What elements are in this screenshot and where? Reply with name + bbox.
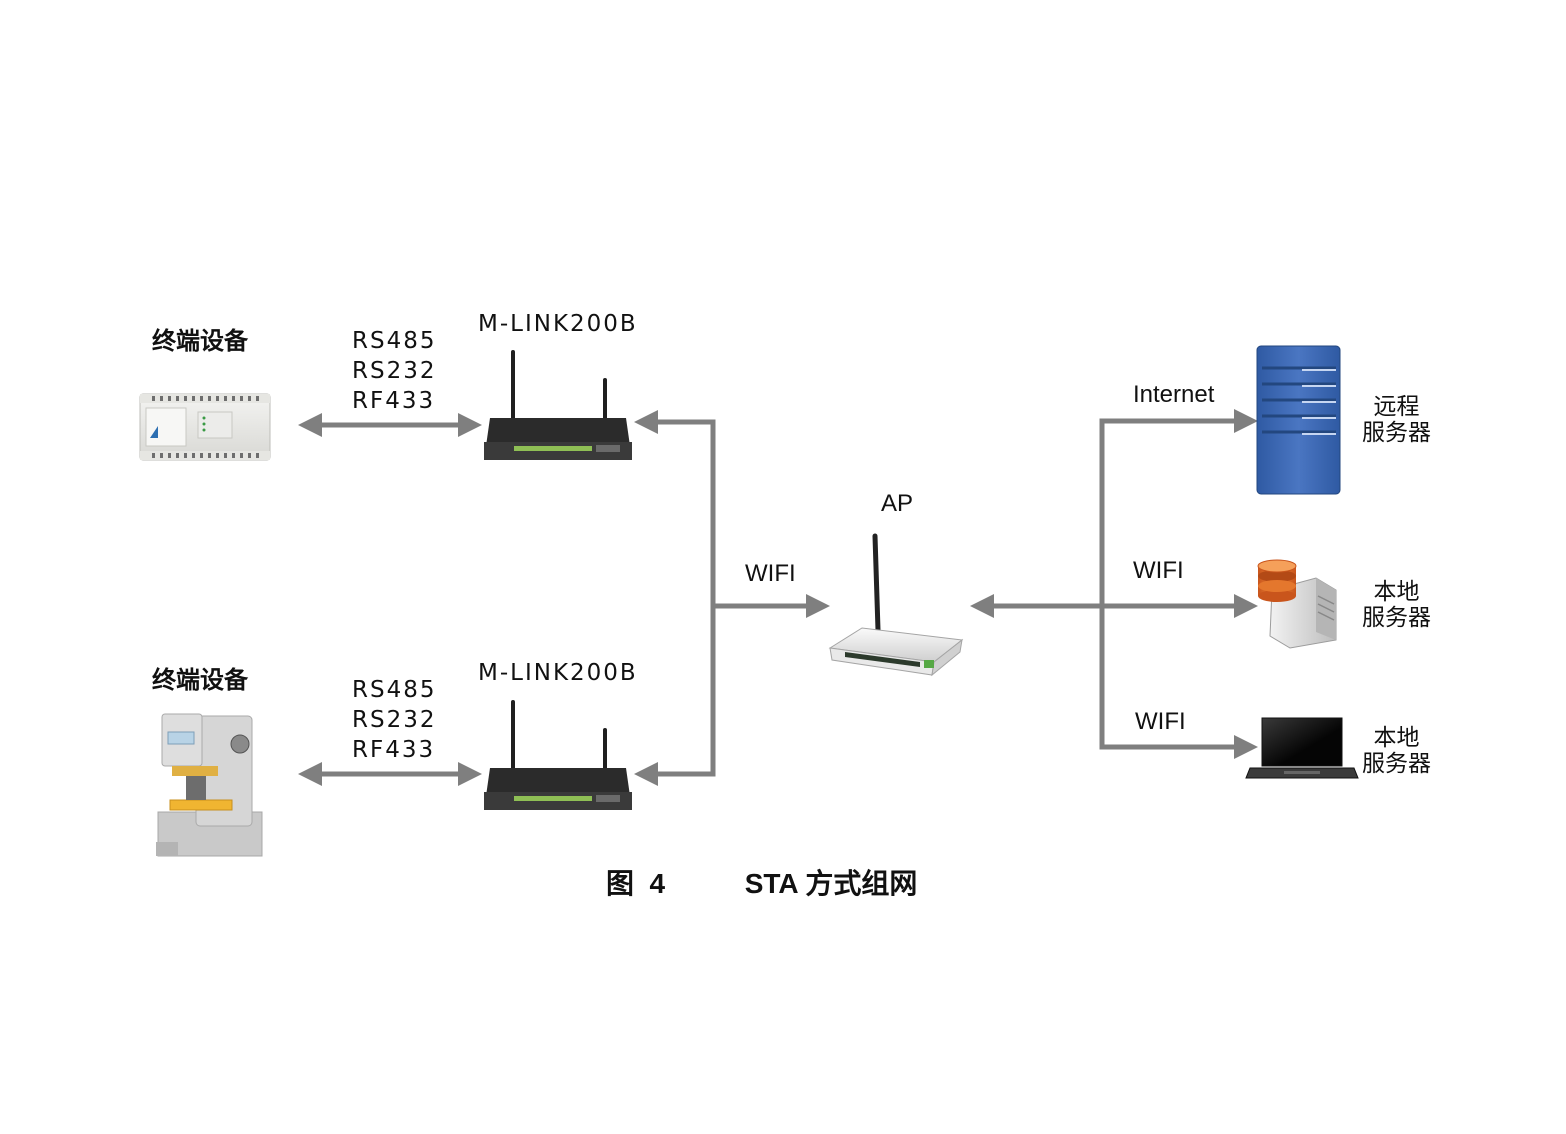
protocol-label: RF433 bbox=[352, 388, 436, 414]
plc-device-icon bbox=[139, 393, 271, 461]
remote-server-arrowhead bbox=[1234, 409, 1258, 433]
figure-title: STA 方式组网 bbox=[744, 868, 918, 899]
protocol-label: RS232 bbox=[352, 358, 437, 384]
laptop-icon bbox=[1245, 717, 1359, 779]
protocol-list-2: RS485 RS232 RF433 bbox=[352, 675, 436, 765]
figure-number: 图 4 bbox=[606, 868, 666, 899]
figure-caption: 图 4 STA 方式组网 bbox=[606, 862, 917, 902]
local-server-2-label: 本地 服务器 bbox=[1362, 725, 1431, 777]
local-server-1-label-line2: 服务器 bbox=[1362, 605, 1431, 631]
local-server-1-label: 本地 服务器 bbox=[1362, 579, 1431, 631]
remote-server-label-line2: 服务器 bbox=[1362, 420, 1431, 446]
local-server-2-label-line1: 本地 bbox=[1373, 725, 1420, 751]
ap-arrowhead-right bbox=[970, 594, 994, 618]
gateway-1-arrowhead bbox=[634, 410, 658, 434]
remote-server-label-line1: 远程 bbox=[1373, 394, 1420, 420]
protocol-list-1: RS485 RS232 RF433 bbox=[352, 326, 436, 416]
terminal-device-2-label: 终端设备 bbox=[152, 666, 248, 694]
remote-server-label: 远程 服务器 bbox=[1362, 394, 1431, 446]
gateway-wifi-link-label: WIFI bbox=[745, 560, 796, 587]
serial-link-1-arrow bbox=[298, 413, 482, 437]
database-server-icon bbox=[1257, 559, 1337, 649]
local-wifi-link-1-label: WIFI bbox=[1133, 557, 1184, 584]
press-machine-icon bbox=[156, 713, 263, 857]
connectors bbox=[298, 409, 1258, 786]
protocol-label: RF433 bbox=[352, 737, 436, 763]
gateway-device-1-icon bbox=[484, 350, 632, 460]
serial-link-2-arrow bbox=[298, 762, 482, 786]
terminal-device-1-label: 终端设备 bbox=[152, 327, 248, 355]
gateway-1-label: M-LINK200B bbox=[478, 311, 638, 337]
protocol-label: RS232 bbox=[352, 707, 437, 733]
gateway-wifi-link-arrow bbox=[656, 419, 808, 777]
local-server-arrowhead bbox=[1234, 594, 1258, 618]
local-wifi-link-2-label: WIFI bbox=[1135, 708, 1186, 735]
local-server-1-label-line1: 本地 bbox=[1373, 579, 1420, 605]
ap-label: AP bbox=[881, 490, 914, 517]
gateway-2-label: M-LINK200B bbox=[478, 660, 638, 686]
local-server-2-label-line2: 服务器 bbox=[1362, 751, 1431, 777]
ap-arrowhead-left bbox=[806, 594, 830, 618]
gateway-device-2-icon bbox=[484, 700, 632, 810]
internet-link-label: Internet bbox=[1133, 381, 1215, 408]
laptop-arrowhead bbox=[1234, 735, 1258, 759]
protocol-label: RS485 bbox=[352, 328, 437, 354]
gateway-2-arrowhead bbox=[634, 762, 658, 786]
server-links-arrow bbox=[992, 418, 1237, 750]
rack-server-icon bbox=[1256, 345, 1341, 495]
protocol-label: RS485 bbox=[352, 677, 437, 703]
ap-router-icon bbox=[828, 533, 964, 677]
